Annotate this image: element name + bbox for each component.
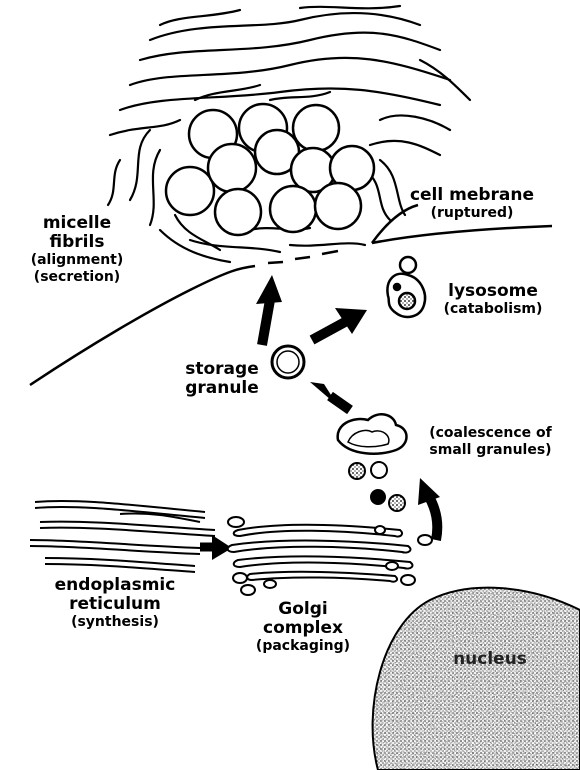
endoplasmic-reticulum-label: endoplasmic reticulum (synthesis): [40, 576, 190, 631]
micelle-circle: [208, 144, 256, 192]
label-reticulum: reticulum: [40, 595, 190, 614]
golgi-complex-label: Golgi complex (packaging): [248, 600, 358, 655]
arrow-to-membrane: [256, 275, 282, 345]
micelle-circle: [215, 189, 261, 235]
storage-granule-label: storage granule: [172, 360, 272, 398]
coalescence-label: (coalescence of small granules): [408, 425, 573, 459]
label-micelle: micelle: [22, 214, 132, 233]
label-small-granules: small granules): [408, 442, 573, 459]
label-golgi: Golgi: [248, 600, 358, 619]
small-granule: [371, 462, 387, 478]
label-cell-membrane: cell mebrane: [392, 186, 552, 205]
micelle-circle: [166, 167, 214, 215]
label-endoplasmic: endoplasmic: [40, 576, 190, 595]
label-catabolism: (catabolism): [428, 301, 558, 318]
label-packaging: (packaging): [248, 638, 358, 655]
storage-granule-shape: [272, 346, 304, 378]
label-secretion: (secretion): [22, 269, 132, 286]
label-storage: storage: [172, 360, 272, 379]
nucleus-shape: [373, 588, 580, 770]
label-complex: complex: [248, 619, 358, 638]
micelle-circle: [315, 183, 361, 229]
endoplasmic-reticulum-shape: [30, 501, 215, 572]
label-lysosome: lysosome: [428, 282, 558, 301]
label-synthesis: (synthesis): [40, 614, 190, 631]
golgi-complex-shape: [228, 517, 432, 595]
micelles: [166, 104, 374, 235]
label-fibrils: fibrils: [22, 233, 132, 252]
small-granule: [371, 490, 385, 504]
micelle-circle: [270, 186, 316, 232]
lysosome-label: lysosome (catabolism): [428, 282, 558, 318]
lysosome-shape: [387, 257, 425, 317]
small-granule: [349, 463, 365, 479]
small-granules: [349, 462, 405, 511]
nucleus-label: nucleus: [440, 650, 540, 669]
arrow-to-storage: [310, 382, 350, 410]
label-granule: granule: [172, 379, 272, 398]
arrow-to-lysosome: [312, 308, 367, 340]
cell-membrane-label: cell mebrane (ruptured): [392, 186, 552, 222]
label-alignment: (alignment): [22, 252, 132, 269]
coalescence-shape: [338, 414, 407, 453]
arrow-golgi-to-granules: [418, 478, 440, 540]
small-granule: [389, 495, 405, 511]
micelle-fibrils-label: micelle fibrils (alignment) (secretion): [22, 214, 132, 286]
micelle-circle: [293, 105, 339, 151]
label-coalescence: (coalescence of: [408, 425, 573, 442]
label-ruptured: (ruptured): [392, 205, 552, 222]
